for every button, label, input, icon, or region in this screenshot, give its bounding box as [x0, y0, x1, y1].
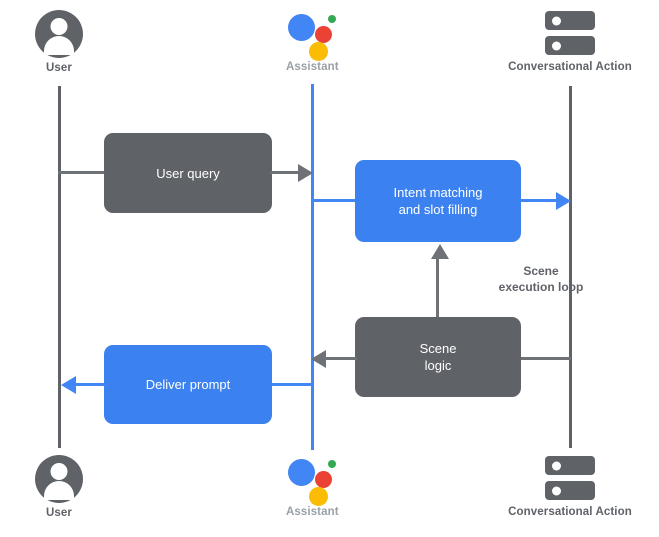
connector-user-query-to-assistant [270, 171, 300, 174]
actor-label-assistant-bottom: Assistant [286, 506, 339, 518]
assistant-dot-yellow [309, 487, 328, 506]
actor-conversational-action-top: Conversational Action [508, 10, 632, 73]
step-label-scene-logic-line2: logic [424, 358, 452, 373]
actor-user-top: User [34, 10, 84, 74]
lifeline-user [58, 86, 61, 448]
person-avatar-icon [35, 455, 83, 503]
step-label-scene-logic-line1: Scene [419, 341, 457, 356]
actor-label-user-bottom: User [46, 507, 72, 519]
google-assistant-icon [286, 8, 338, 61]
connector-deliver-prompt-to-user [76, 383, 106, 386]
step-box-deliver-prompt: Deliver prompt [104, 345, 272, 424]
google-assistant-icon [286, 453, 338, 506]
actor-label-conversational-action-bottom: Conversational Action [508, 506, 632, 518]
actor-label-conversational-action-top: Conversational Action [508, 61, 632, 73]
assistant-dot-blue [288, 14, 315, 41]
assistant-dot-green [328, 15, 336, 23]
server-bar-top [545, 456, 595, 475]
step-label-deliver-prompt: Deliver prompt [145, 377, 231, 392]
connector-action-to-scene-logic [519, 357, 571, 360]
connector-scene-logic-to-intent-matching [436, 258, 439, 318]
step-label-user-query: User query [156, 165, 220, 181]
annotation-line2: execution loop [498, 280, 584, 294]
assistant-dot-blue [288, 459, 315, 486]
connector-user-to-user-query [58, 171, 108, 174]
actor-label-assistant-top: Assistant [286, 61, 339, 73]
actor-assistant-top: Assistant [286, 8, 339, 73]
actor-user-bottom: User [34, 455, 84, 519]
arrowhead-scene-logic-to-intent-matching [431, 244, 449, 259]
connector-scene-logic-to-assistant [325, 357, 357, 360]
arrowhead-intent-matching-to-action [556, 192, 571, 210]
connector-assistant-to-intent-matching [311, 199, 359, 202]
step-box-user-query: User query [104, 133, 272, 213]
lifeline-assistant [311, 84, 314, 450]
assistant-dot-red [315, 26, 332, 43]
arrowhead-user-query-to-assistant [298, 164, 313, 182]
server-bar-bottom [545, 481, 595, 500]
step-box-intent-matching: Intent matching and slot filling [355, 160, 521, 242]
server-stack-icon [545, 455, 595, 503]
lifeline-conversational-action [569, 86, 572, 448]
actor-assistant-bottom: Assistant [286, 453, 339, 518]
arrowhead-scene-logic-to-assistant [311, 350, 326, 368]
arrowhead-deliver-prompt-to-user [61, 376, 76, 394]
annotation-scene-execution-loop: Scene execution loop [463, 263, 619, 295]
assistant-dot-yellow [309, 42, 328, 61]
assistant-dot-green [328, 460, 336, 468]
server-stack-icon [545, 10, 595, 58]
connector-assistant-to-deliver-prompt [270, 383, 314, 386]
step-box-scene-logic: Scene logic [355, 317, 521, 397]
assistant-dot-red [315, 471, 332, 488]
server-bar-bottom [545, 36, 595, 55]
step-label-intent-matching-line1: Intent matching [393, 185, 483, 200]
server-bar-top [545, 11, 595, 30]
actor-conversational-action-bottom: Conversational Action [508, 455, 632, 518]
actor-label-user-top: User [46, 62, 72, 74]
step-label-intent-matching-line2: and slot filling [398, 202, 478, 217]
connector-intent-matching-to-action [519, 199, 559, 202]
person-avatar-icon [35, 10, 83, 58]
annotation-line1: Scene [523, 264, 559, 278]
